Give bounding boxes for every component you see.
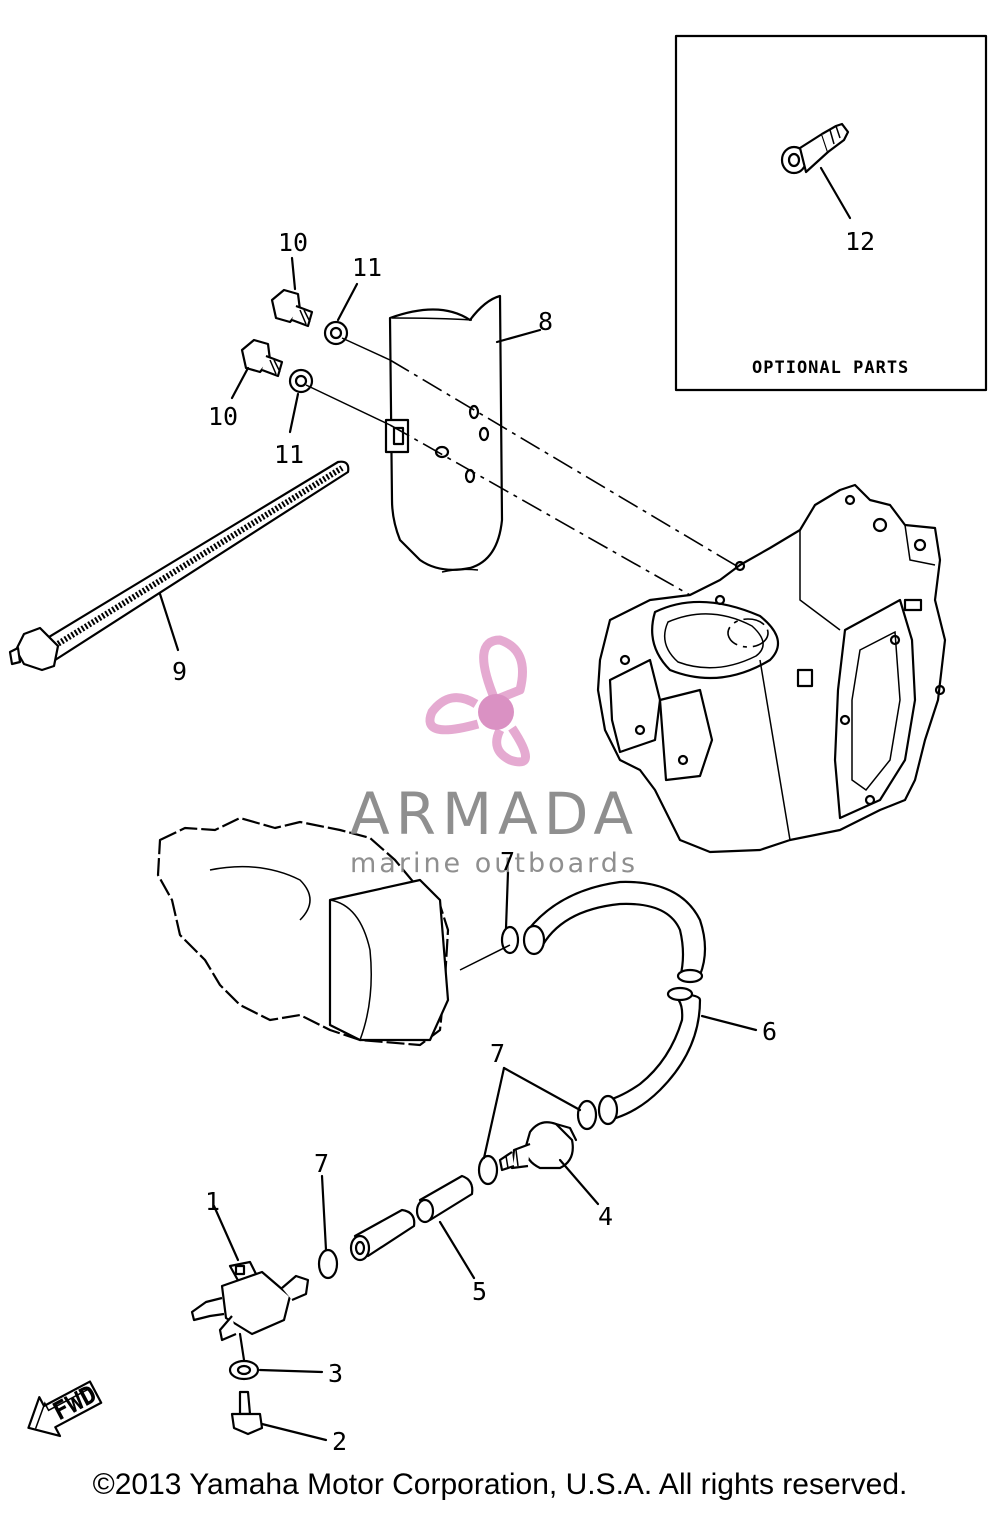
part-10-bolt-lower bbox=[230, 338, 284, 400]
callout-labels: 12 10 11 8 10 11 9 7 6 7 7 4 1 5 3 2 bbox=[172, 227, 875, 1456]
callout-9: 9 bbox=[172, 657, 187, 686]
optional-parts-box: OPTIONAL PARTS bbox=[674, 34, 988, 392]
callout-3: 3 bbox=[328, 1359, 343, 1388]
part-4-fitting bbox=[498, 1121, 600, 1206]
callout-12: 12 bbox=[845, 227, 875, 256]
part-7-clip-lower bbox=[317, 1174, 339, 1280]
part-11-washer-upper bbox=[323, 282, 359, 346]
callout-10-lower: 10 bbox=[208, 402, 238, 431]
callout-7-lower: 7 bbox=[314, 1149, 329, 1178]
callout-6: 6 bbox=[762, 1017, 777, 1046]
part-3-washer bbox=[228, 1359, 324, 1381]
callout-4: 4 bbox=[598, 1202, 613, 1231]
part-7-clip-upper bbox=[500, 870, 520, 955]
part-1-valve bbox=[190, 1204, 310, 1362]
callout-11-upper: 11 bbox=[352, 253, 382, 282]
part-7-clip-middle-b bbox=[477, 1066, 582, 1186]
assembly-lines-lower bbox=[459, 944, 511, 971]
part-6-hose bbox=[522, 880, 758, 1126]
callout-7-upper: 7 bbox=[500, 847, 515, 876]
part-12-fitting bbox=[780, 122, 852, 220]
part-7-clip-middle-a bbox=[576, 1099, 598, 1131]
copyright-notice: ©2013 Yamaha Motor Corporation, U.S.A. A… bbox=[92, 1468, 908, 1501]
watermark-tagline: marine outboards bbox=[350, 848, 638, 879]
callout-8: 8 bbox=[538, 307, 553, 336]
part-5-hose-pieces bbox=[349, 1174, 476, 1280]
callout-5: 5 bbox=[472, 1277, 487, 1306]
callout-7-middle: 7 bbox=[490, 1039, 505, 1068]
engine-block bbox=[596, 483, 947, 854]
fwd-arrow: FWD bbox=[27, 1379, 103, 1438]
armada-watermark: ARMADA marine outboards bbox=[350, 635, 639, 879]
callout-2: 2 bbox=[332, 1427, 347, 1456]
optional-parts-title: OPTIONAL PARTS bbox=[752, 358, 909, 378]
assembly-lines-upper bbox=[305, 337, 741, 596]
callout-1: 1 bbox=[205, 1187, 220, 1216]
propeller-icon bbox=[425, 635, 530, 767]
part-9-cable-tie bbox=[8, 460, 350, 672]
part-8-cover bbox=[384, 294, 542, 573]
part-10-bolt-upper bbox=[270, 256, 314, 328]
part-11-washer-lower bbox=[288, 368, 314, 434]
part-2-bolt bbox=[230, 1390, 328, 1442]
carburetor-housing bbox=[156, 816, 450, 1047]
watermark-brand: ARMADA bbox=[350, 780, 639, 848]
callout-10-upper: 10 bbox=[278, 228, 308, 257]
callout-11-lower: 11 bbox=[274, 440, 304, 469]
